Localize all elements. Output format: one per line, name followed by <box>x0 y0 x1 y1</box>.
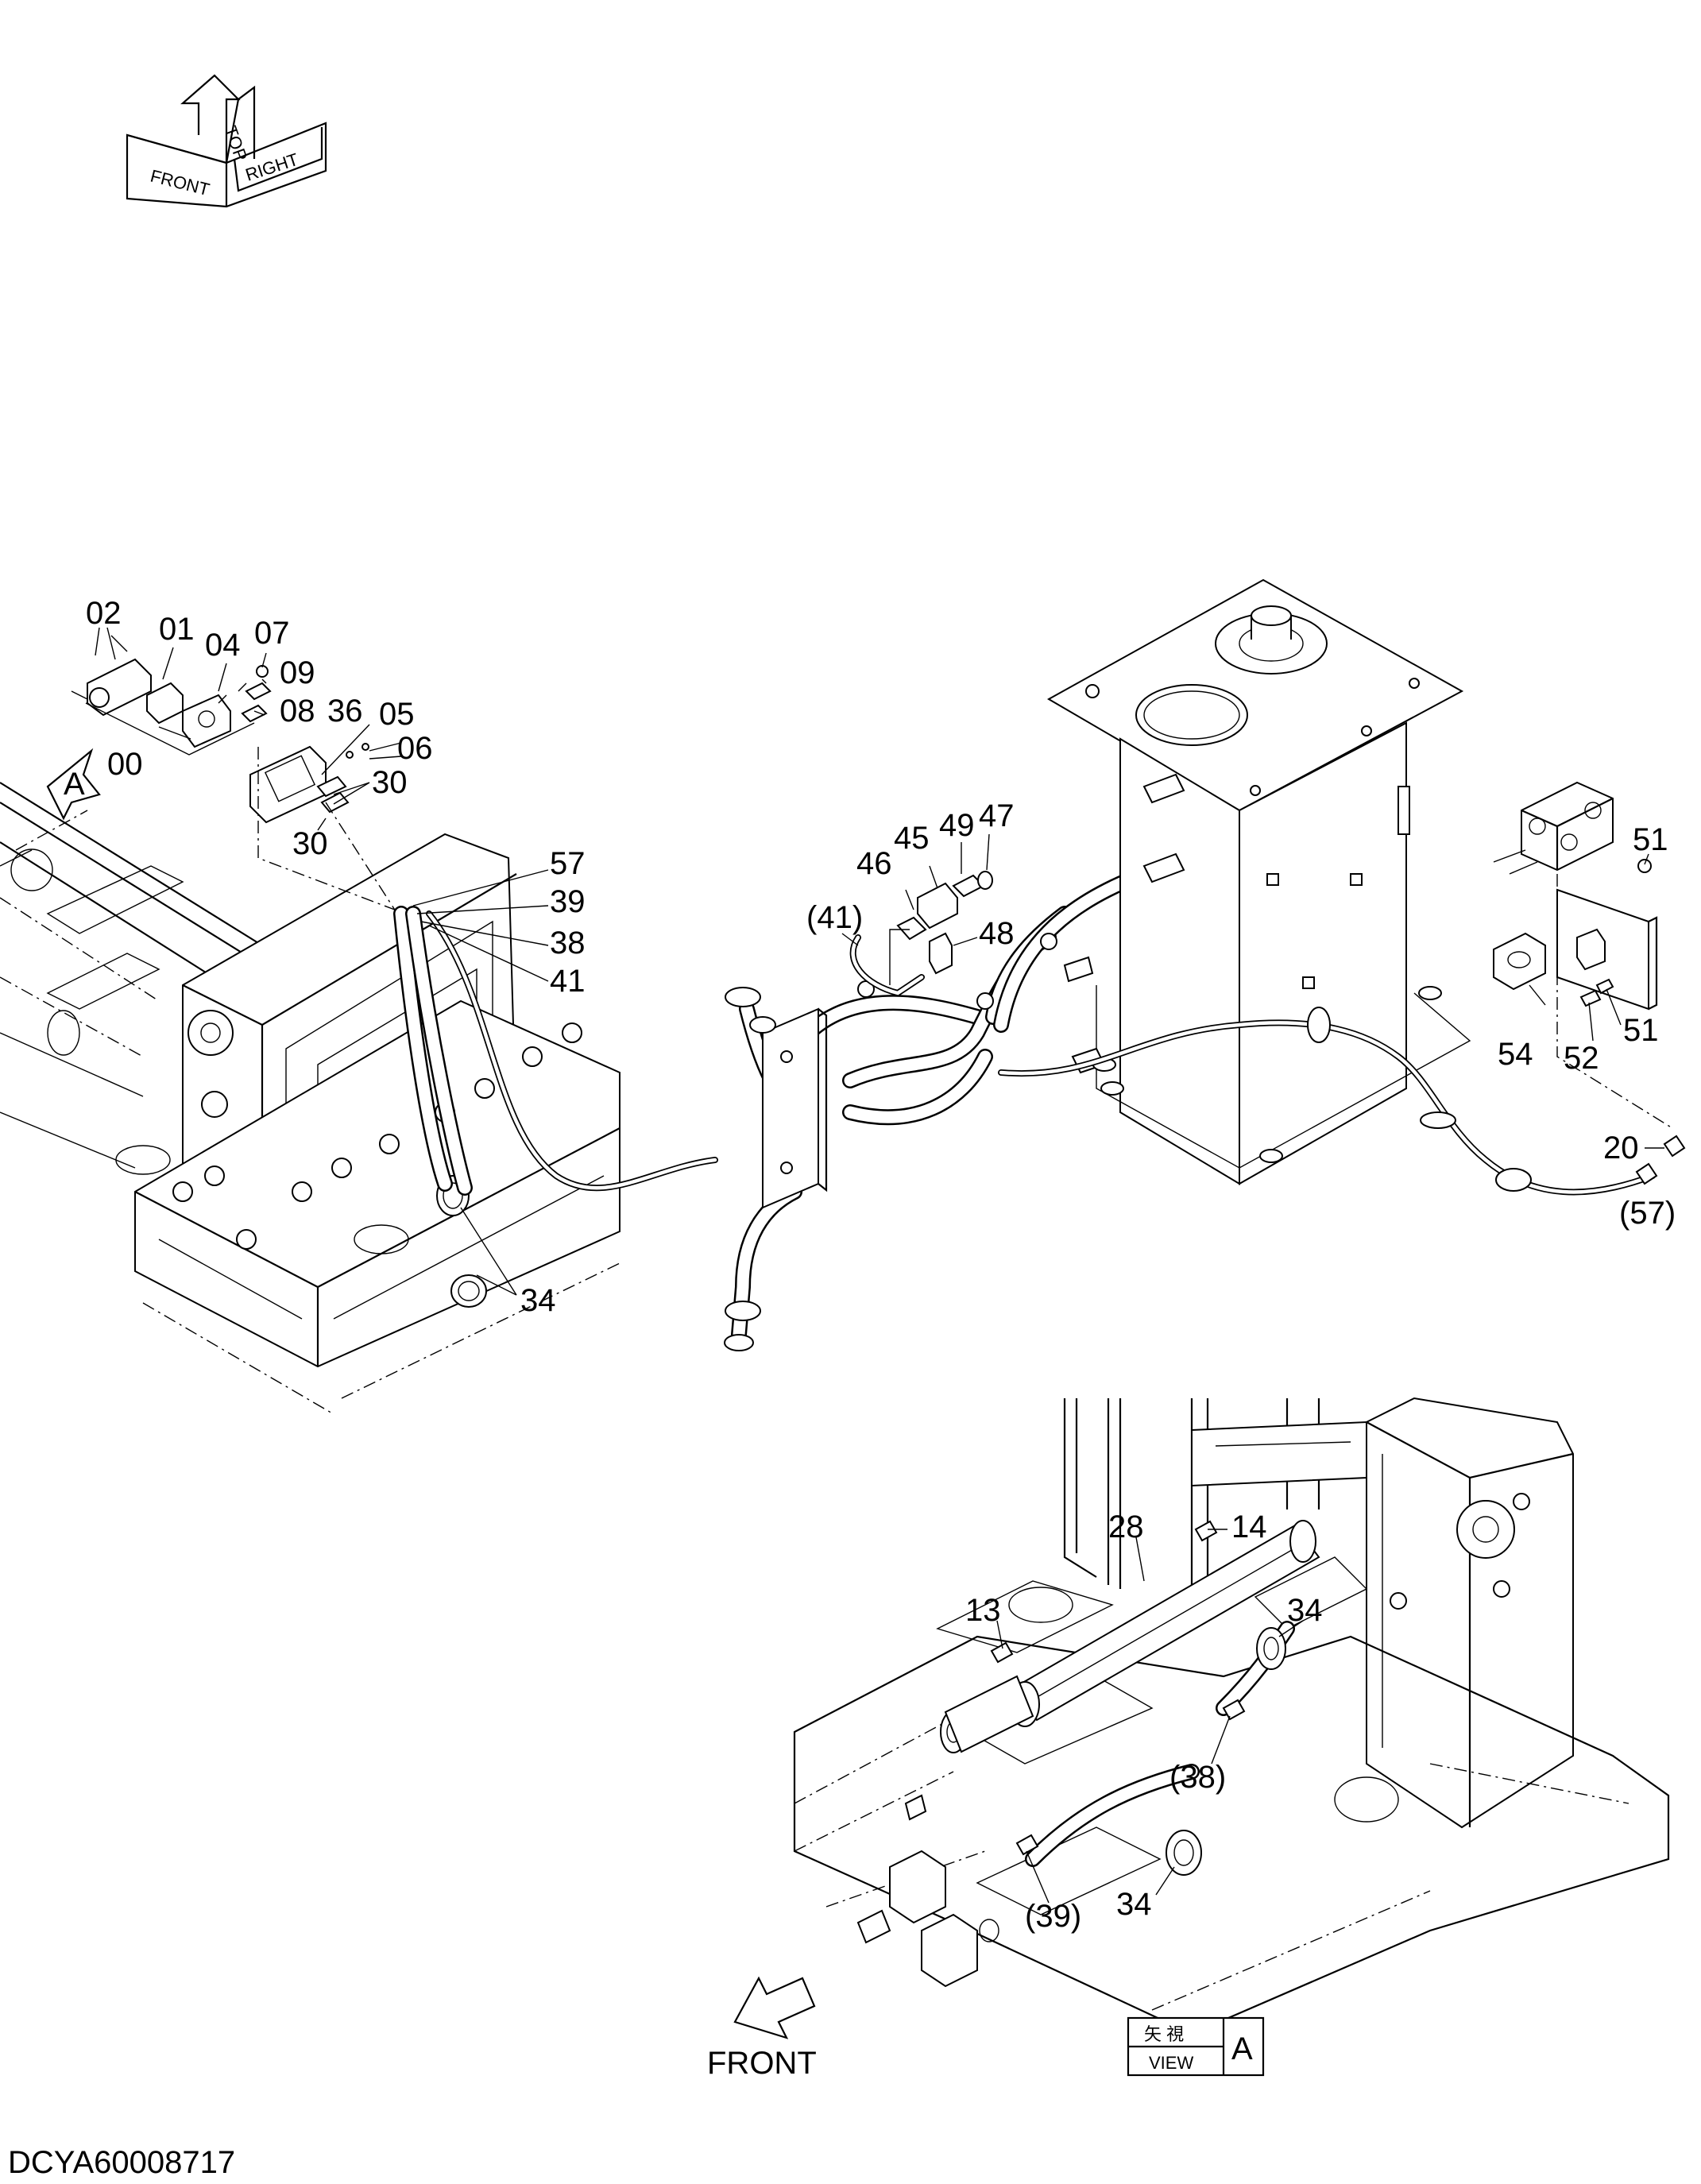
view-a-drawing <box>793 1397 1670 2035</box>
view-a-callouts: 14 28 13 34 (38) 34 (39) <box>965 1509 1323 1934</box>
callout-41: 41 <box>550 964 586 999</box>
callout-34-view-a-lower: 34 <box>1116 1887 1152 1922</box>
left-frame-assembly <box>0 782 620 1415</box>
orientation-top-label: TOP <box>220 123 251 164</box>
callout-34-main: 34 <box>520 1283 556 1318</box>
callout-41-ref: (41) <box>806 900 863 935</box>
callout-06: 06 <box>397 731 433 766</box>
drawing-id: DCYA60008717 <box>8 2145 235 2180</box>
callout-47: 47 <box>979 798 1015 833</box>
callout-01: 01 <box>159 612 195 647</box>
callout-51-b: 51 <box>1623 1013 1659 1048</box>
callout-05: 05 <box>379 697 415 732</box>
frame-hoses <box>393 906 718 1196</box>
orientation-right-label: RIGHT <box>243 149 301 185</box>
callout-49: 49 <box>939 808 975 843</box>
callout-00: 00 <box>107 747 143 782</box>
solenoid-valve-parts <box>71 635 406 914</box>
callout-36: 36 <box>327 694 363 729</box>
callout-38: 38 <box>550 926 586 961</box>
callout-57-ref: (57) <box>1619 1196 1676 1231</box>
view-a-marker: A <box>46 748 101 821</box>
orientation-front-label: FRONT <box>149 166 212 200</box>
view-a-box: 矢 視 VIEW A <box>1127 2016 1265 2077</box>
main-leader-lines <box>95 627 1664 1296</box>
callout-39: 39 <box>550 884 586 919</box>
callout-02: 02 <box>86 596 122 631</box>
view-box-letter: A <box>1231 2031 1253 2066</box>
callout-30-a: 30 <box>372 765 408 800</box>
view-box-word: VIEW <box>1149 2053 1193 2073</box>
callout-52: 52 <box>1564 1041 1599 1076</box>
callout-34-view-a-upper: 34 <box>1287 1593 1323 1628</box>
callout-07: 07 <box>254 616 290 651</box>
fittings-group <box>889 871 993 985</box>
front-arrow: FRONT <box>707 1976 817 2081</box>
callout-57: 57 <box>550 846 586 881</box>
callout-28: 28 <box>1108 1509 1144 1544</box>
callout-09: 09 <box>280 655 315 690</box>
callout-20: 20 <box>1603 1131 1639 1165</box>
centre-pipe-assembly <box>724 818 1168 1351</box>
callout-46: 46 <box>856 846 892 881</box>
tank-assembly <box>998 578 1656 1196</box>
front-label: FRONT <box>707 2046 817 2081</box>
right-valve-assembly <box>1493 781 1686 1185</box>
callout-51-a: 51 <box>1633 822 1668 857</box>
callout-39-ref: (39) <box>1025 1899 1081 1934</box>
callout-54: 54 <box>1498 1037 1533 1072</box>
callout-13: 13 <box>965 1593 1001 1628</box>
view-box-kanji: 矢 視 <box>1144 2024 1184 2044</box>
callout-08: 08 <box>280 694 315 729</box>
callout-38-ref: (38) <box>1169 1760 1226 1795</box>
callout-14: 14 <box>1231 1509 1267 1544</box>
view-a-leader-lines <box>996 1529 1304 1904</box>
callout-45: 45 <box>894 821 930 856</box>
main-callouts: 02 01 04 07 09 08 36 05 06 00 30 30 57 3… <box>86 596 1676 1318</box>
callout-30-b: 30 <box>292 826 328 861</box>
orientation-icon: FRONT TOP RIGHT <box>126 74 327 208</box>
view-a-marker-letter: A <box>64 767 85 802</box>
callout-48: 48 <box>979 916 1015 951</box>
callout-04: 04 <box>205 628 241 663</box>
